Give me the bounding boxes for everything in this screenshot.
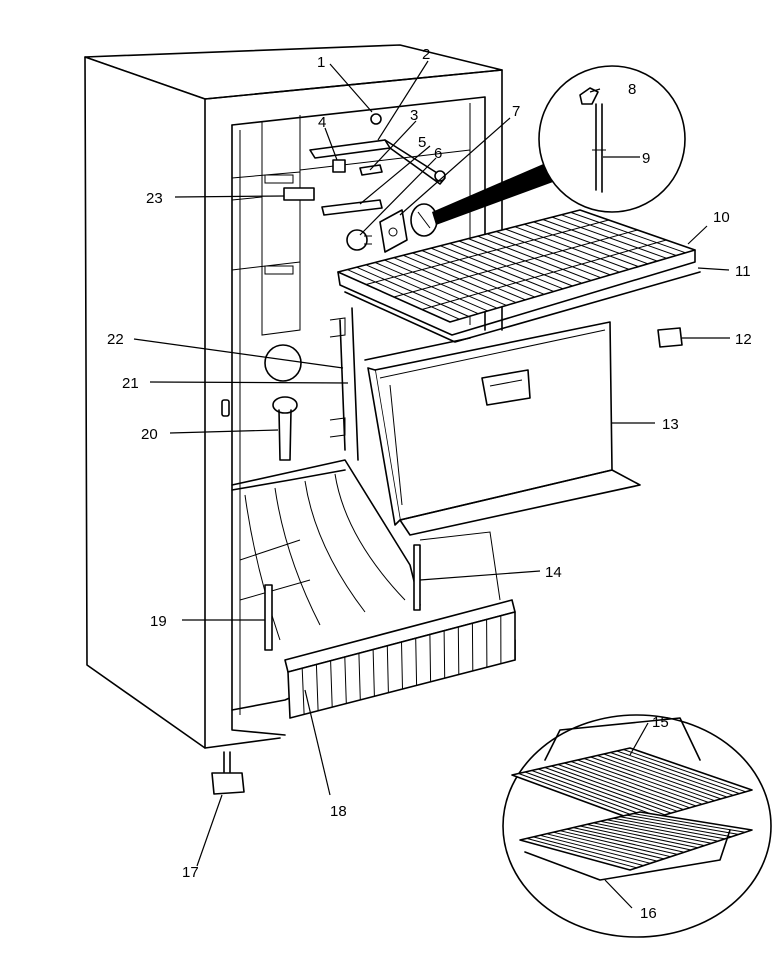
- part-7-socket: [379, 209, 408, 253]
- label-13: 13: [662, 416, 679, 433]
- label-23: 23: [146, 190, 163, 207]
- label-8: 8: [628, 81, 636, 98]
- part-13-freezer-door: [364, 321, 641, 536]
- label-4: 4: [318, 114, 326, 131]
- label-15: 15: [652, 714, 669, 731]
- part-20-drain-tube: [272, 396, 298, 461]
- label-14: 14: [545, 564, 562, 581]
- label-5: 5: [418, 134, 426, 151]
- label-9: 9: [642, 150, 650, 167]
- zoom-detail-shelves: [502, 714, 772, 938]
- part-labels: 1 2 3 4 5 6 7 8 9 10 11 12 13 14 15 16 1…: [107, 46, 752, 922]
- label-10: 10: [713, 209, 730, 226]
- cabinet-outer: [84, 44, 516, 749]
- part-10-wire-shelf: [337, 209, 701, 343]
- label-6: 6: [434, 145, 442, 162]
- part-5-light-cover: [321, 199, 383, 216]
- label-18: 18: [330, 803, 347, 820]
- part-6-lamp: [346, 229, 372, 251]
- label-19: 19: [150, 613, 167, 630]
- thermostat-knob: [410, 203, 438, 237]
- label-17: 17: [182, 864, 199, 881]
- label-2: 2: [422, 46, 430, 63]
- part-17-leveling-foot: [211, 751, 245, 795]
- label-12: 12: [735, 331, 752, 348]
- label-16: 16: [640, 905, 657, 922]
- label-20: 20: [141, 426, 158, 443]
- label-3: 3: [410, 107, 418, 124]
- cabinet-interior: [231, 115, 471, 336]
- zoom-detail-thermostat: [538, 65, 686, 213]
- part-12-button: [657, 327, 683, 348]
- part-23-shelf-clip: [283, 187, 315, 201]
- part-18-bottom-grille: [284, 599, 516, 719]
- label-1: 1: [317, 54, 325, 71]
- label-21: 21: [122, 375, 139, 392]
- label-7: 7: [512, 103, 520, 120]
- label-22: 22: [107, 331, 124, 348]
- zoom-projection: [432, 162, 553, 225]
- label-11: 11: [735, 263, 751, 280]
- leader-lines: [133, 60, 730, 909]
- part-22-drain-cap: [264, 344, 302, 382]
- part-19-support-post: [264, 584, 273, 651]
- part-14-support-post: [413, 544, 421, 611]
